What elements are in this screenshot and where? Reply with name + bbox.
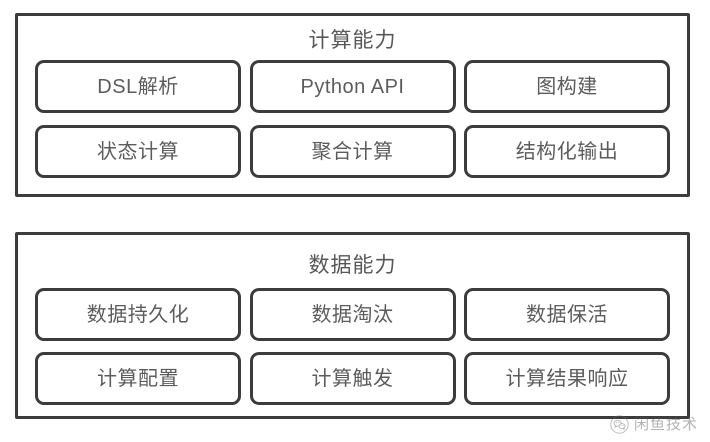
panel-data-capability: 数据能力 数据持久化 数据淘汰 数据保活 计算配置 计算触发 计算结果响应 [15,232,690,419]
card-data-eviction[interactable]: 数据淘汰 [249,288,456,341]
card-compute-config[interactable]: 计算配置 [35,352,241,405]
card-label: 计算结果响应 [505,367,629,390]
card-row-data-1: 数据持久化 数据淘汰 数据保活 [35,288,670,341]
card-label: 数据保活 [526,303,608,326]
panel-title-compute-capability: 计算能力 [308,29,397,52]
card-label: 数据淘汰 [311,303,394,326]
card-label: 计算触发 [311,367,394,390]
card-compute-result-response[interactable]: 计算结果响应 [464,352,670,405]
card-row-data-2: 计算配置 计算触发 计算结果响应 [35,352,670,405]
card-label: 聚合计算 [311,140,394,163]
panel-title-data-capability: 数据能力 [308,254,397,277]
card-aggregate-compute[interactable]: 聚合计算 [249,125,456,178]
card-label: 结构化输出 [515,140,619,163]
card-python-api[interactable]: Python API [249,60,456,113]
card-row-compute-2: 状态计算 聚合计算 结构化输出 [35,125,670,178]
card-state-compute[interactable]: 状态计算 [35,125,241,178]
card-label: Python API [300,75,405,98]
card-label: 图构建 [536,75,598,98]
card-label: 计算配置 [97,367,179,390]
card-graph-build[interactable]: 图构建 [464,60,670,113]
card-data-keepalive[interactable]: 数据保活 [464,288,670,341]
card-data-persistence[interactable]: 数据持久化 [35,288,241,341]
card-label: 状态计算 [97,140,179,163]
card-row-compute-1: DSL解析 Python API 图构建 [35,60,670,113]
card-dsl-parse[interactable]: DSL解析 [35,60,241,113]
card-label: 数据持久化 [86,303,190,326]
card-label: DSL解析 [97,75,179,98]
card-compute-trigger[interactable]: 计算触发 [249,352,456,405]
panel-compute-capability: 计算能力 DSL解析 Python API 图构建 状态计算 聚合计算 结构化输… [15,13,690,197]
card-structured-output[interactable]: 结构化输出 [464,125,670,178]
watermark-text: 闲鱼技术 [633,416,698,433]
